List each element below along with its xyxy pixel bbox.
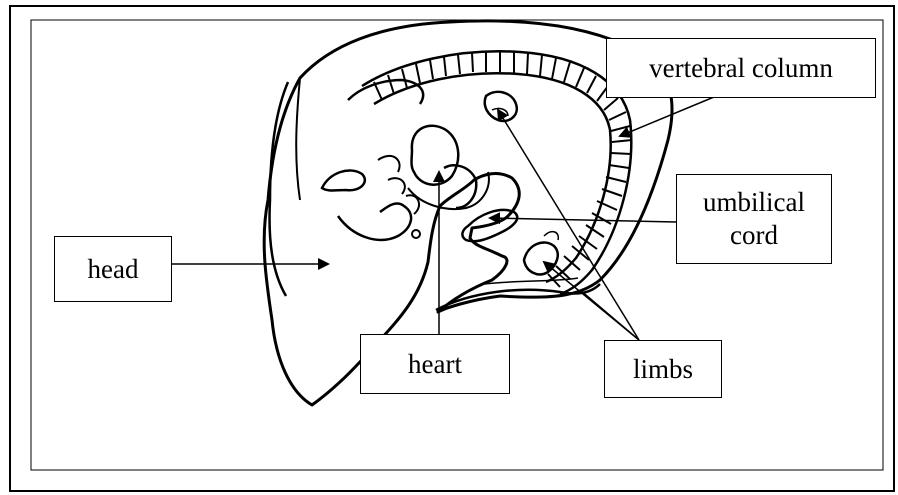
head-front-inner: [296, 78, 300, 200]
label-umbilical-cord: umbilical cord: [676, 174, 832, 264]
label-heart-text: heart: [408, 348, 462, 381]
label-umbilical-cord-line1: umbilical: [703, 186, 805, 219]
label-limbs-text: limbs: [633, 353, 693, 386]
brain-fold: [348, 80, 423, 104]
heart-bulge: [412, 126, 459, 185]
label-vertebral-column-text: vertebral column: [649, 52, 833, 85]
ear-pit: [412, 230, 420, 238]
limbs-pointer-extra: [580, 290, 639, 340]
label-vertebral-column: vertebral column: [606, 38, 876, 98]
jaw-fold: [338, 204, 411, 240]
lower-limb-inner: [544, 232, 558, 240]
vertebral-column-pointer: [620, 92, 726, 136]
limbs-pointer-upper: [498, 110, 639, 340]
label-heart: heart: [360, 334, 510, 394]
label-head: head: [54, 236, 172, 302]
eye: [322, 170, 365, 190]
upper-limb-bud: [485, 92, 517, 121]
heart-chamber: [444, 165, 476, 208]
label-head-text: head: [88, 253, 139, 286]
label-umbilical-cord-line2: cord: [730, 219, 778, 252]
label-limbs: limbs: [604, 340, 722, 398]
